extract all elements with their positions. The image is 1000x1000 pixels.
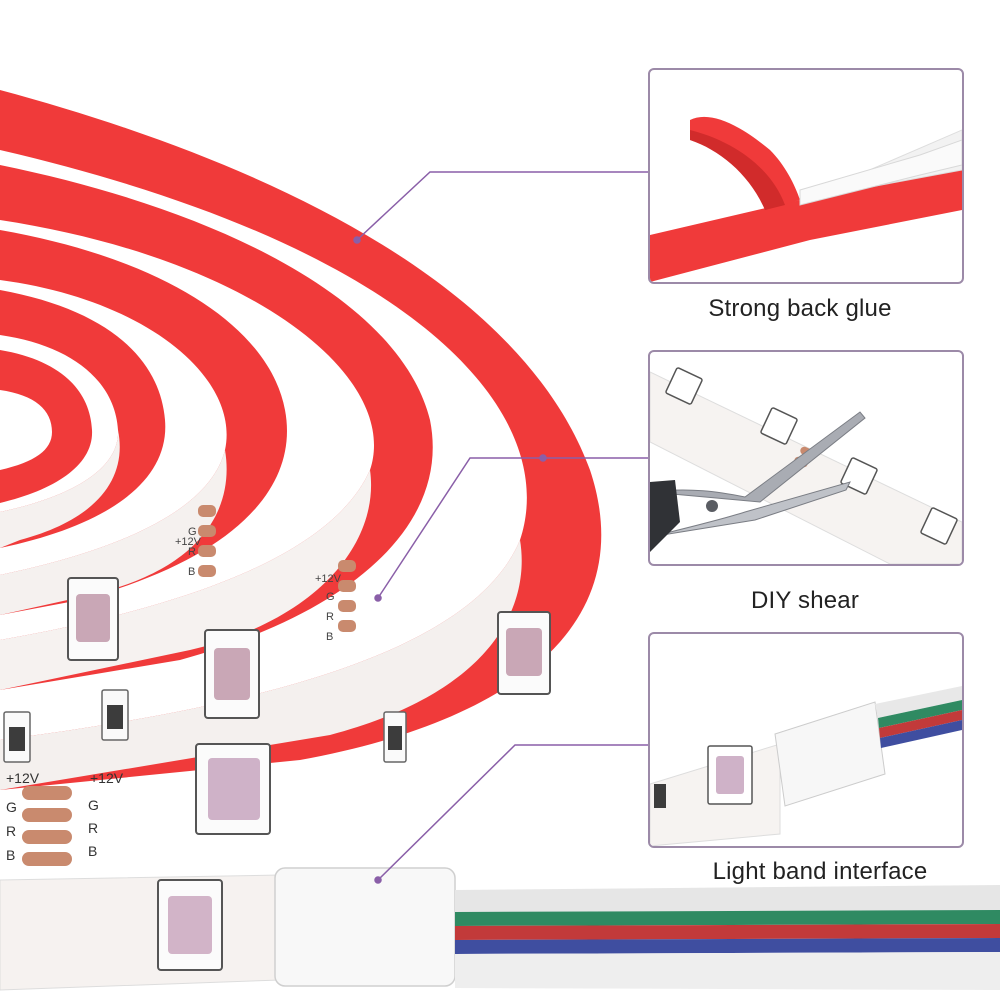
- connector-illustration: [650, 686, 962, 846]
- cutting-strip-illustration: [650, 367, 962, 564]
- led-chip-icon: [195, 743, 271, 835]
- callout-label-diy-shear: DIY shear: [750, 587, 860, 614]
- callout-panel-back-glue: [648, 68, 964, 284]
- pin-label: G: [6, 799, 17, 815]
- led-chip-icon: [204, 629, 260, 719]
- pin-label: +12V: [6, 770, 40, 786]
- led-chip-icon: [497, 611, 551, 695]
- pin-label: B: [88, 843, 97, 859]
- strip-coil: +12V G R B +12V G R B +12V +12V G G R R: [0, 90, 602, 950]
- resistor-icon: [101, 689, 129, 741]
- pin-label: R: [88, 820, 98, 836]
- adhesive-tape-illustration: [650, 116, 962, 282]
- pin-label: G: [88, 797, 99, 813]
- coil-layer-4: [0, 290, 166, 548]
- resistor-icon: [383, 711, 407, 763]
- pin-label: R: [326, 611, 334, 623]
- copper-pads: +12V G R B: [315, 560, 356, 643]
- strip-with-connector: [0, 867, 1000, 991]
- pin-label: +12V: [315, 573, 342, 585]
- callout-panel-interface: [648, 632, 964, 848]
- led-chip-icon: [67, 577, 119, 661]
- pin-label: +12V: [175, 536, 202, 548]
- callout-label-interface: Light band interface: [712, 858, 928, 885]
- pin-label: G: [326, 591, 335, 603]
- resistor-icon: [3, 711, 31, 763]
- coil-layer-outer: [0, 90, 602, 790]
- copper-pads: +12V +12V G G R R B B: [6, 770, 124, 866]
- pin-label: B: [188, 566, 195, 578]
- pin-label: G: [188, 526, 197, 538]
- wire-connector-icon: [774, 701, 886, 807]
- pin-label: B: [6, 847, 15, 863]
- coil-layer-3: [0, 230, 287, 615]
- pin-label: +12V: [90, 770, 124, 786]
- coil-layer-inner: [0, 350, 93, 503]
- pin-label: R: [188, 546, 196, 558]
- scissors-icon: [650, 411, 866, 552]
- callout-panel-diy-shear: [648, 350, 964, 566]
- copper-pads: +12V G R B: [175, 505, 216, 578]
- callout-leader-lines: [353, 171, 650, 884]
- pin-label: B: [326, 631, 333, 643]
- wire-connector-icon: [274, 867, 456, 987]
- callout-label-back-glue: Strong back glue: [708, 295, 892, 322]
- pin-label: R: [6, 823, 16, 839]
